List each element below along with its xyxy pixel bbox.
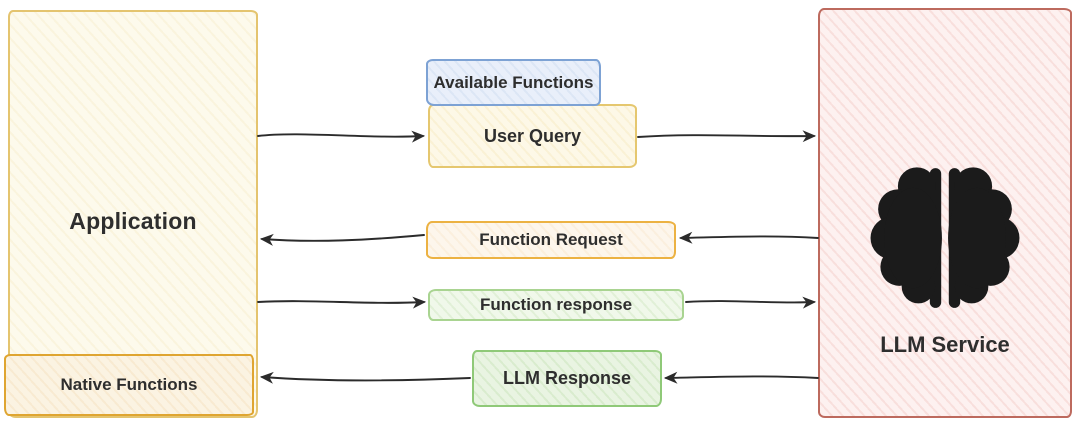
message-available-functions: Available Functions <box>426 59 601 106</box>
user-query-label: User Query <box>483 125 582 146</box>
llm-response-label: LLM Response <box>502 368 631 388</box>
native-functions-label: Native Functions <box>60 375 198 394</box>
node-llm-service: LLM Service <box>818 8 1072 418</box>
arrow-llm-response-to-native-functions <box>259 371 471 384</box>
application-label: Application <box>69 208 197 234</box>
message-function-request: Function Request <box>426 221 676 259</box>
arrow-user-query-to-llm-service <box>637 130 817 143</box>
arrow-application-to-function-response <box>257 296 427 309</box>
function-response-label: Function response <box>479 295 633 314</box>
brain-icon <box>869 162 1021 314</box>
function-request-label: Function Request <box>479 230 623 249</box>
llm-service-label: LLM Service <box>880 332 1010 357</box>
message-llm-response: LLM Response <box>472 350 662 407</box>
arrow-function-response-to-llm-service <box>685 296 817 309</box>
message-user-query: User Query <box>428 104 637 168</box>
arrow-llm-service-to-llm-response <box>663 371 819 384</box>
arrow-function-request-to-application <box>259 233 425 246</box>
node-native-functions: Native Functions <box>4 354 254 416</box>
message-function-response: Function response <box>428 289 684 321</box>
node-application: Application <box>8 10 258 418</box>
arrow-application-to-user-query <box>257 130 426 143</box>
arrow-llm-service-to-function-request <box>678 231 819 244</box>
available-functions-label: Available Functions <box>433 72 594 92</box>
